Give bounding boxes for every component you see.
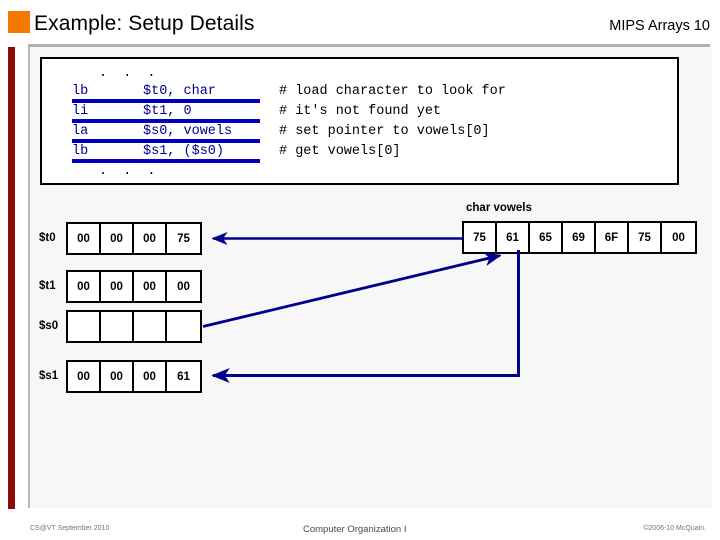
code-line-3-operands: $s1, ($s0) <box>143 144 225 159</box>
register-cell: 00 <box>177 280 190 293</box>
memory-array-row: 75 61 65 69 6F 75 00 <box>462 221 697 254</box>
code-line-2-mnemonic: la <box>72 124 89 139</box>
footer-left-text: CS@VT September 2010 <box>30 525 110 532</box>
memory-cell: 75 <box>464 223 497 252</box>
page-title: Example: Setup Details <box>34 12 255 35</box>
register-row-s0 <box>66 310 202 343</box>
left-accent-bar <box>8 47 15 509</box>
code-line-0-comment: # load character to look for <box>279 84 506 99</box>
memory-cell: 69 <box>563 223 596 252</box>
register-cell: 00 <box>101 362 134 391</box>
register-cell <box>101 312 134 341</box>
register-cell: 00 <box>101 224 134 253</box>
memory-array-label: char vowels <box>466 202 532 214</box>
register-cell <box>134 312 167 341</box>
header-topic-label: MIPS Arrays 10 <box>609 18 710 34</box>
register-label-s0: $s0 <box>39 320 59 332</box>
register-row-t1: 00 00 00 00 <box>66 270 202 303</box>
register-row-s1: 00 00 00 61 <box>66 360 202 393</box>
register-label-s1: $s1 <box>39 370 59 382</box>
code-ellipsis-top: . . . <box>99 66 160 81</box>
register-label-t0: $t0 <box>39 232 56 244</box>
code-line-3-comment: # get vowels[0] <box>279 144 401 159</box>
code-listing: . . . lb $t0, char # load character to l… <box>42 59 677 183</box>
register-cell: 00 <box>101 272 134 301</box>
footer-right-text: ©2006-10 McQuain. <box>643 525 706 532</box>
code-line-3-underline <box>72 159 260 163</box>
register-label-t1: $t1 <box>39 280 56 292</box>
code-line-2-underline <box>72 139 260 143</box>
register-cell: 00 <box>134 224 167 253</box>
code-line-0-mnemonic: lb <box>72 84 89 99</box>
register-cell: 75 <box>177 232 190 245</box>
register-row-t0: 00 00 00 75 <box>66 222 202 255</box>
code-line-2-comment: # set pointer to vowels[0] <box>279 124 490 139</box>
code-line-1-comment: # it's not found yet <box>279 104 442 119</box>
memory-cell: 65 <box>530 223 563 252</box>
register-cell: 61 <box>177 370 190 383</box>
register-cell: 00 <box>68 272 101 301</box>
memory-cell: 61 <box>497 223 530 252</box>
code-line-2-operands: $s0, vowels <box>143 124 233 139</box>
register-cell: 00 <box>68 224 101 253</box>
register-cell <box>167 312 200 341</box>
code-line-3-mnemonic: lb <box>72 144 89 159</box>
memory-cell: 75 <box>629 223 662 252</box>
footer-center-text: Computer Organization I <box>303 524 407 535</box>
slide-header: Example: Setup Details MIPS Arrays 10 <box>0 0 720 47</box>
register-cell: 00 <box>134 272 167 301</box>
code-ellipsis-bottom: . . . <box>99 164 160 179</box>
code-line-0-operands: $t0, char <box>143 84 216 99</box>
header-accent-square <box>8 11 30 33</box>
code-line-0-underline <box>72 99 260 103</box>
register-cell: 00 <box>134 362 167 391</box>
header-divider <box>28 44 710 47</box>
memory-cell: 6F <box>596 223 629 252</box>
code-line-1-mnemonic: li <box>72 104 89 119</box>
code-line-1-underline <box>72 119 260 123</box>
memory-cell: 00 <box>672 231 685 244</box>
register-cell <box>68 312 101 341</box>
code-line-1-operands: $t1, 0 <box>143 104 192 119</box>
code-listing-box: . . . lb $t0, char # load character to l… <box>40 57 679 185</box>
register-cell: 00 <box>68 362 101 391</box>
